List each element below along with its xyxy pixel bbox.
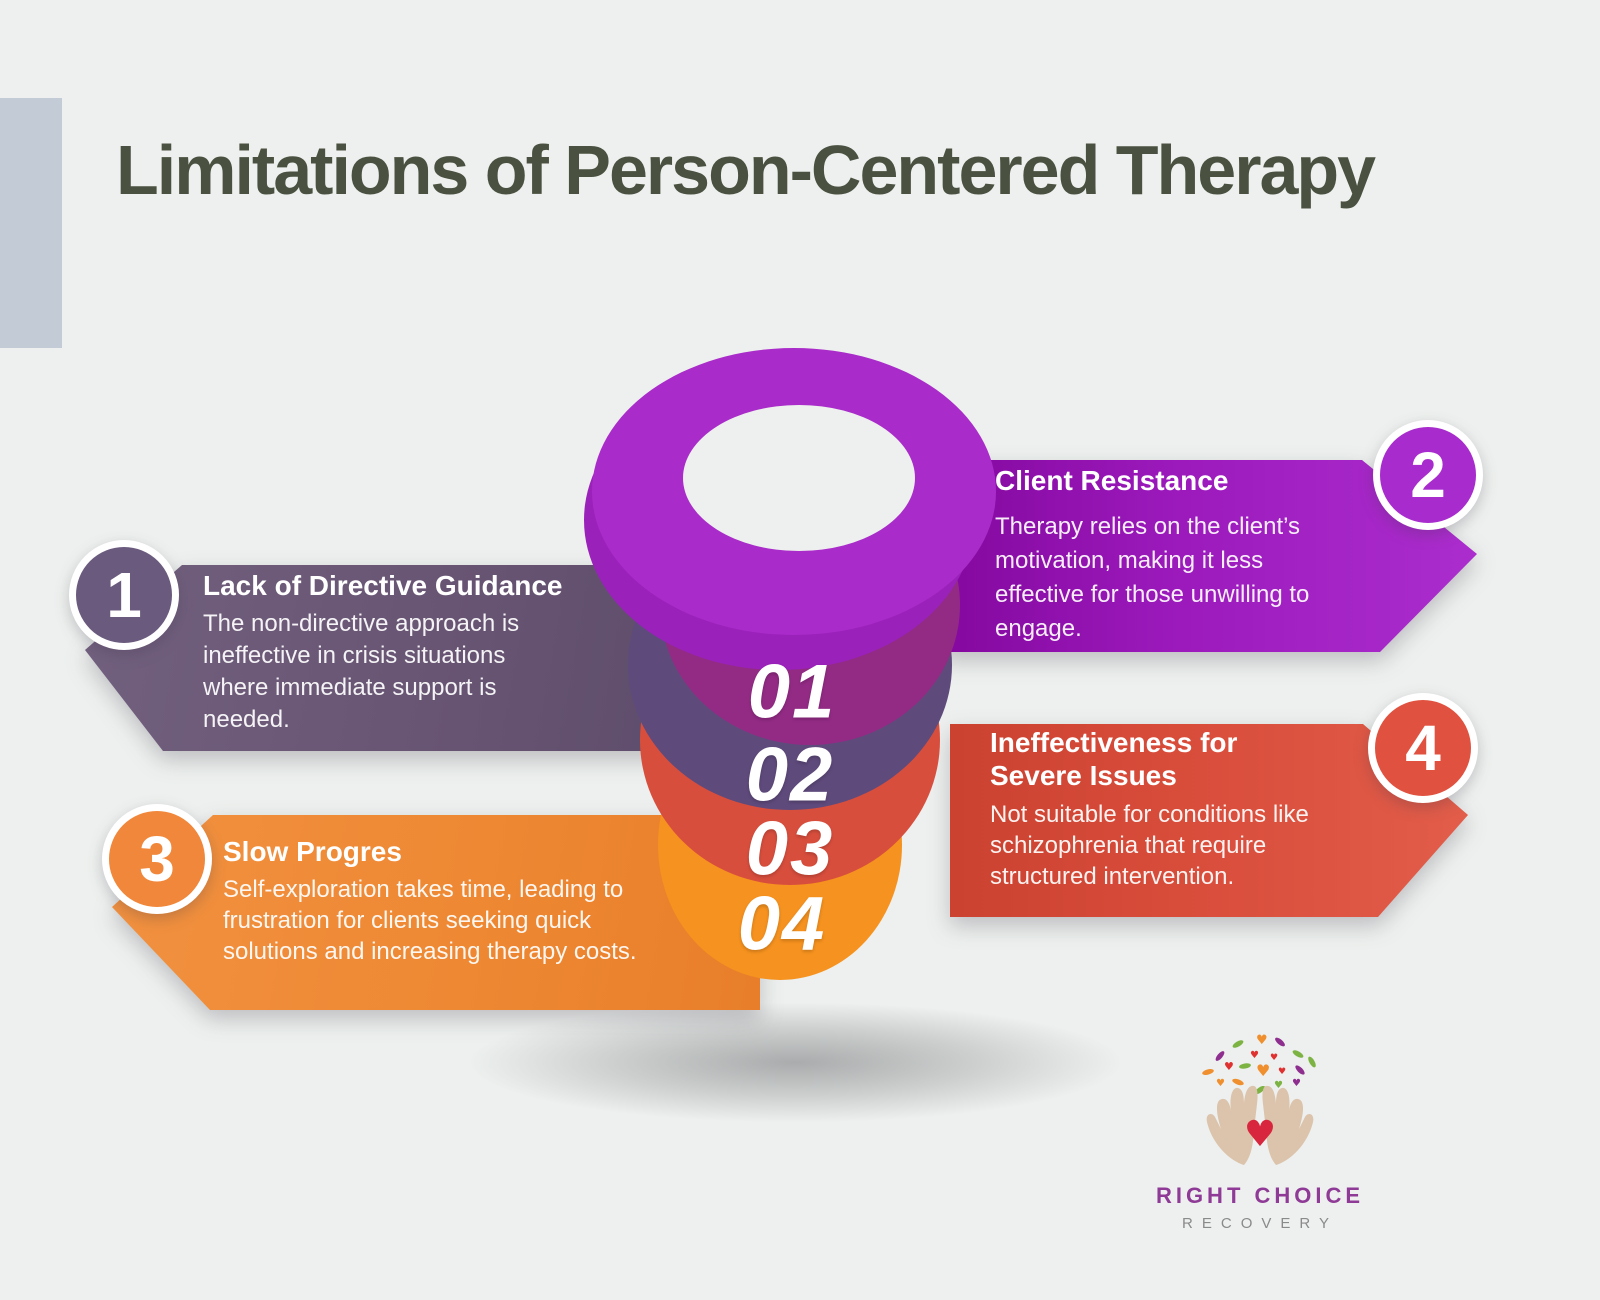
svg-text:♥: ♥	[1256, 1061, 1270, 1080]
banner-body-line: where immediate support is	[203, 674, 497, 701]
banner-body-line: effective for those unwilling to	[995, 581, 1310, 608]
banner-heading: Slow Progres	[223, 836, 402, 867]
banner-heading: Client Resistance	[995, 465, 1229, 496]
banner-ineffectiveness-severe-issues: Ineffectiveness for Severe Issues Not su…	[950, 724, 1468, 917]
banner-body-line: Therapy relies on the client’s	[995, 513, 1301, 540]
banner-body-line: schizophrenia that require	[990, 832, 1267, 859]
logo-name: RIGHT CHOICE	[1155, 1183, 1365, 1208]
banner-body-line: needed.	[203, 706, 290, 733]
number-badge-3: 3	[102, 804, 212, 914]
svg-text:♥: ♥	[1278, 1067, 1286, 1077]
cupped-hands-icon	[1206, 1085, 1314, 1165]
funnel-level-label-01: 01	[747, 649, 837, 735]
badge-number: 2	[1410, 439, 1446, 511]
svg-text:♥: ♥	[1224, 1060, 1234, 1073]
banner-body-line: solutions and increasing therapy costs.	[223, 938, 637, 965]
banner-body-line: structured intervention.	[990, 863, 1235, 890]
svg-text:♥: ♥	[1250, 1050, 1259, 1061]
badge-number: 4	[1405, 712, 1441, 784]
svg-text:♥: ♥	[1256, 1033, 1268, 1048]
banner-heading: Ineffectiveness for	[990, 727, 1238, 758]
banner-body-line: The non-directive approach is	[203, 610, 520, 637]
scatter-leaves-hearts: ♥ ♥ ♥ ♥ ♥ ♥ ♥ ♥ ♥	[1202, 1033, 1316, 1095]
svg-text:♥: ♥	[1216, 1078, 1225, 1089]
number-badge-2: 2	[1373, 420, 1483, 530]
funnel-level-label-04: 04	[737, 881, 827, 967]
svg-text:♥: ♥	[1274, 1080, 1283, 1091]
banner-body-line: Self-exploration takes time, leading to	[223, 876, 624, 903]
number-badge-1: 1	[69, 540, 179, 650]
banner-slow-progress: Slow Progres Self-exploration takes time…	[112, 815, 760, 1010]
funnel-level-label-03: 03	[745, 806, 835, 892]
funnel-ring-hole	[683, 405, 915, 551]
left-accent-bar	[0, 98, 62, 348]
right-choice-recovery-logo: ♥ ♥ ♥ ♥ ♥ ♥ ♥ ♥ ♥ ♥	[1150, 1030, 1370, 1232]
funnel-ground-shadow	[455, 1000, 1135, 1125]
banner-body-line: Not suitable for conditions like	[990, 801, 1309, 828]
banner-heading: Severe Issues	[990, 760, 1177, 791]
page-title: Limitations of Person-Centered Therapy	[116, 131, 1376, 209]
banner-body-line: frustration for clients seeking quick	[223, 907, 592, 934]
logo-subname: RECOVERY	[1182, 1215, 1338, 1232]
banner-ribbon-shape	[112, 815, 760, 1010]
badge-number: 3	[139, 823, 175, 895]
banner-body-line: ineffective in crisis situations	[203, 642, 506, 669]
svg-text:♥: ♥	[1292, 1078, 1301, 1089]
hands-tree-icon: ♥ ♥ ♥ ♥ ♥ ♥ ♥ ♥ ♥ ♥	[1202, 1033, 1316, 1165]
funnel-level-label-02: 02	[745, 732, 835, 818]
banner-body-line: motivation, making it less	[995, 547, 1264, 574]
number-badge-4: 4	[1368, 693, 1478, 803]
banner-body-line: engage.	[995, 615, 1082, 642]
banner-heading: Lack of Directive Guidance	[203, 570, 563, 601]
badge-number: 1	[106, 559, 142, 631]
center-heart-icon: ♥	[1244, 1114, 1276, 1155]
svg-text:♥: ♥	[1270, 1053, 1278, 1063]
